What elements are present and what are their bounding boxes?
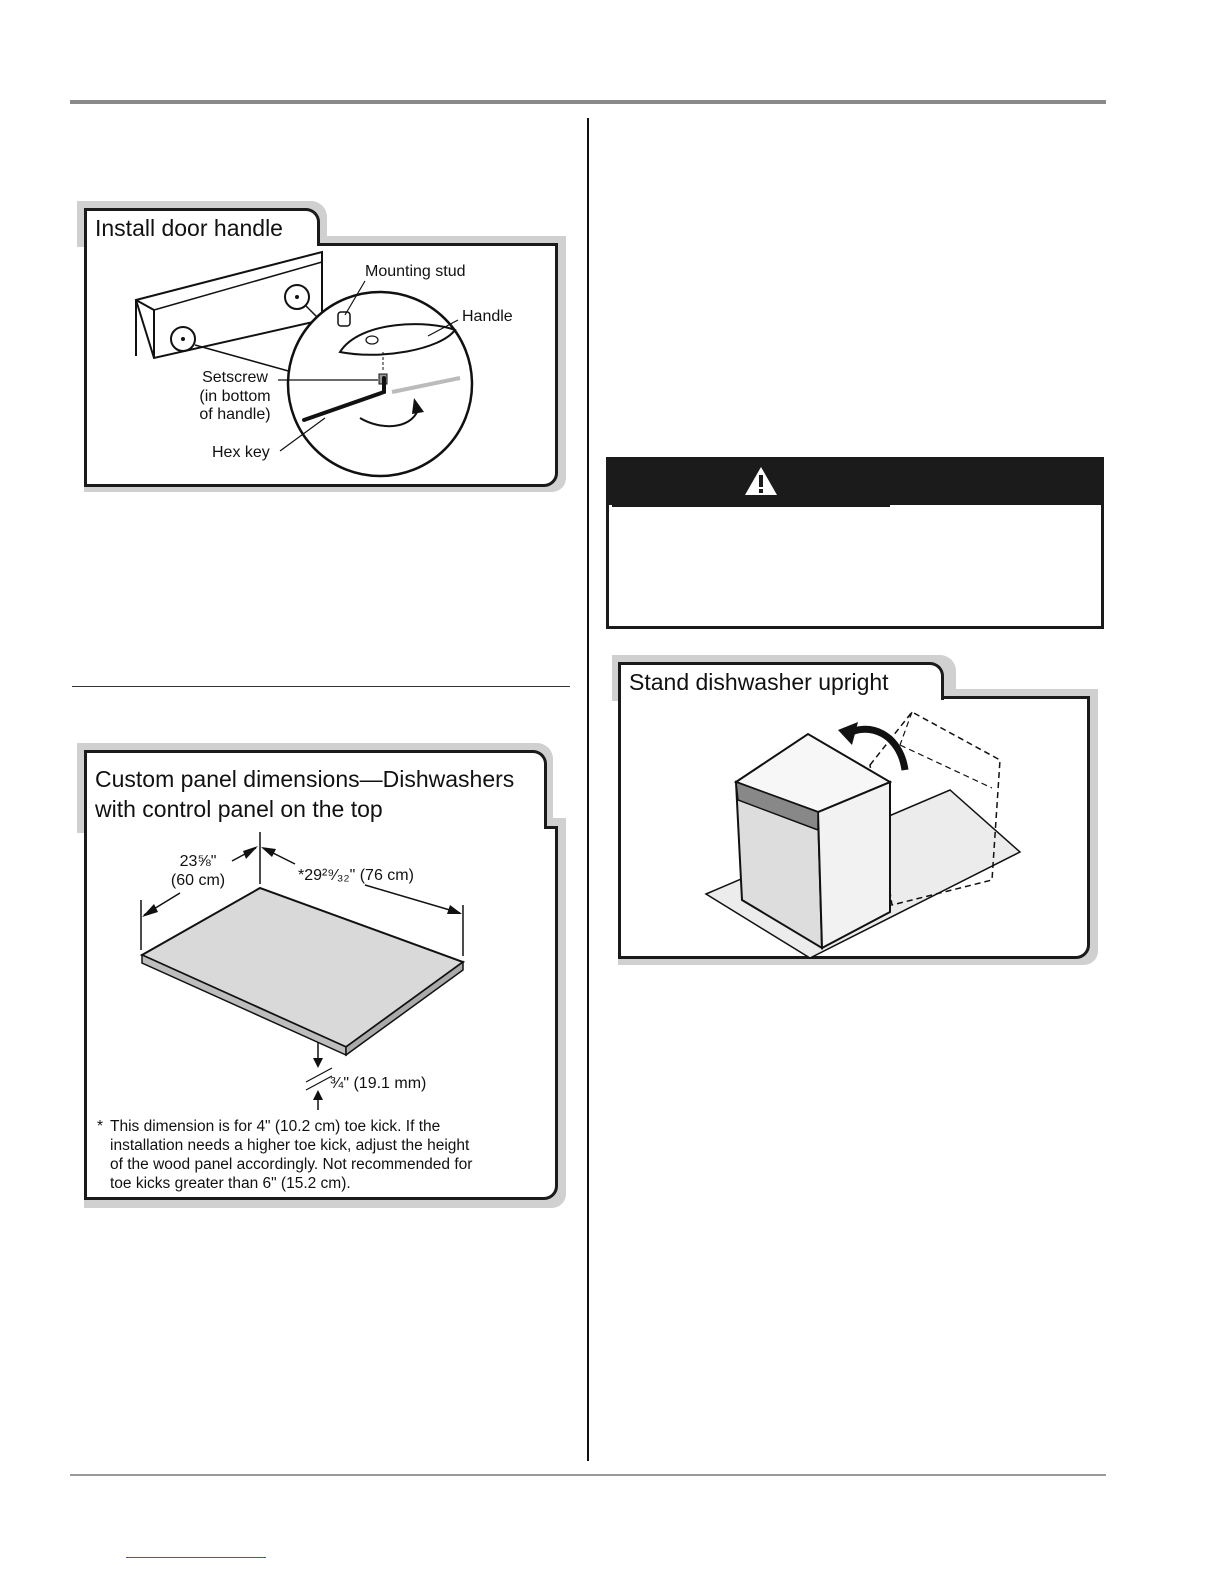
handle-label: Handle [462, 308, 513, 325]
mounting-stud-label: Mounting stud [365, 263, 466, 280]
footnote-line: of the wood panel accordingly. Not recom… [110, 1156, 473, 1173]
section-divider [72, 686, 570, 687]
setscrew-label: Setscrew [202, 369, 268, 386]
figure-title-line-2: with control panel on the top [95, 796, 383, 822]
figure-title-text: Stand dishwasher upright [629, 669, 889, 695]
footnote-line: installation needs a higher toe kick, ad… [110, 1137, 470, 1154]
thickness-label: ¾" (19.1 mm) [330, 1075, 427, 1092]
footnote-line: toe kicks greater than 6" (15.2 cm). [110, 1175, 351, 1192]
footer-rule [70, 1474, 1106, 1476]
footer-link-underline [126, 1557, 266, 1558]
header-rule [70, 100, 1106, 104]
figure-title-text: Install door handle [95, 215, 283, 241]
figure-title: Stand dishwasher upright [618, 662, 944, 700]
figure-title-line-1: Custom panel dimensions—Dishwashers [95, 766, 515, 792]
setscrew-note-line-1: (in bottom [199, 388, 271, 405]
footnote-line: This dimension is for 4" (10.2 cm) toe k… [110, 1118, 441, 1135]
warning-header [606, 457, 1104, 505]
warning-body [606, 505, 1104, 629]
footnote-marker: * [97, 1118, 104, 1135]
warning-triangle-icon [745, 467, 777, 495]
depth-label-inches: 23⅝" [179, 853, 217, 870]
column-divider [587, 118, 589, 1461]
width-label: *29²⁹⁄₃₂" (76 cm) [298, 867, 414, 884]
warning-divider [612, 505, 890, 507]
figure-title: Custom panel dimensions—Dishwashers with… [84, 750, 547, 829]
depth-label-cm: (60 cm) [170, 872, 226, 889]
setscrew-note-line-2: of handle) [199, 406, 271, 423]
figure-title: Install door handle [84, 208, 320, 246]
hex-key-label: Hex key [212, 444, 270, 461]
